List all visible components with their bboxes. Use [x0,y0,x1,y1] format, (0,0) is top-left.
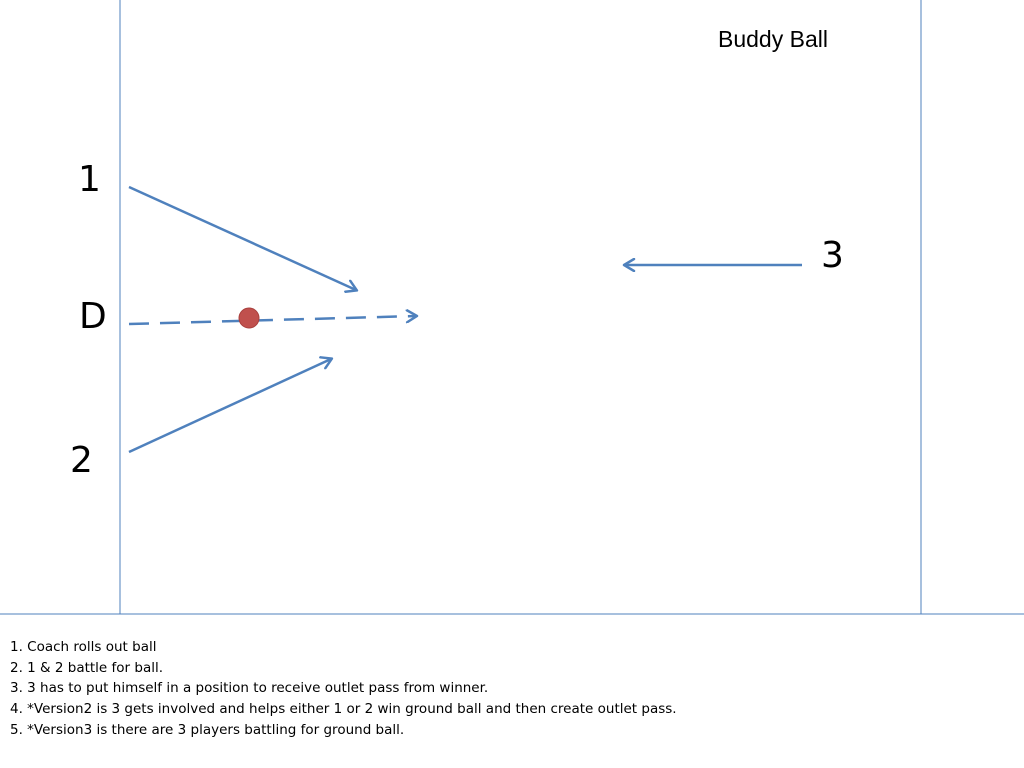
instruction-item: 2. 1 & 2 battle for ball. [10,659,164,676]
player-1-label: 1 [78,159,101,200]
instruction-item: 3. 3 has to put himself in a position to… [10,680,489,697]
slide-title: Buddy Ball [718,26,828,52]
player-2-label: 2 [70,440,93,481]
instruction-item: 4. *Version2 is 3 gets involved and help… [10,701,677,718]
player-2-arrow [128,359,331,454]
player-3-label: 3 [821,235,844,276]
defender-arrow [128,316,416,326]
instruction-item: 5. *Version3 is there are 3 players batt… [10,721,405,738]
instructions-list: 1. Coach rolls out ball 2. 1 & 2 battle … [10,637,677,741]
player-1-arrow [128,185,356,290]
instruction-item: 1. Coach rolls out ball [10,639,157,655]
ball-icon [238,307,260,329]
defender-label: D [79,296,107,337]
